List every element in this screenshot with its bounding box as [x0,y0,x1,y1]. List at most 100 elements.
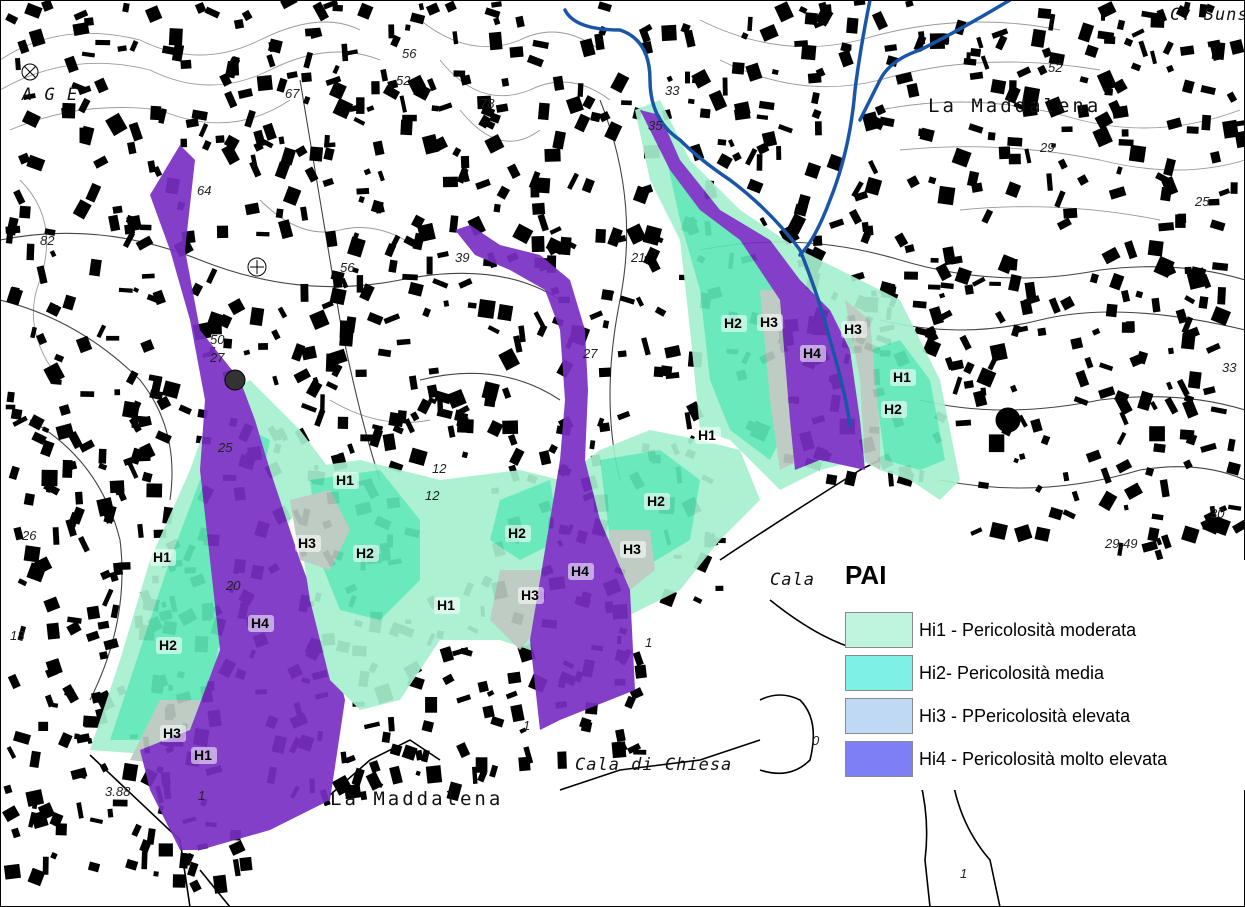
building [172,874,186,888]
building [431,105,440,112]
building [75,491,84,505]
building [70,767,88,781]
building [467,215,486,236]
building [552,130,566,150]
building [103,638,119,651]
building [1100,467,1112,484]
building [37,802,56,820]
building [256,74,273,92]
building [467,302,477,309]
building [1198,3,1207,18]
zone-h4-central [455,225,635,730]
building [89,817,104,825]
building [66,621,82,636]
building [853,190,869,202]
building [422,307,432,318]
elevation-label: 20 [225,578,241,593]
building [26,154,46,172]
zone-label-bg [757,314,783,331]
building [12,415,28,427]
building [1123,482,1143,501]
building [244,202,260,216]
building [41,469,58,487]
building [17,578,28,587]
zone-label-bg [800,345,826,362]
building [937,185,956,206]
place-label-la-maddalena-sw: La Maddalena [330,788,503,810]
building [212,874,228,894]
legend-label-hi4: Hi4 - Pericolosità molto elevata [919,749,1168,769]
building [615,728,626,742]
building [1048,51,1065,66]
building [595,228,606,244]
building [597,1,612,13]
building [611,741,627,759]
building [604,121,623,142]
building [513,335,523,353]
building [1176,378,1190,397]
building [340,277,349,289]
building [624,695,636,709]
building [155,430,172,444]
building [81,51,96,58]
building [266,54,276,68]
building [905,0,914,8]
building [861,111,880,132]
building [44,228,56,236]
building [129,40,139,52]
building [1037,7,1052,20]
building [1200,442,1217,453]
building [507,434,518,446]
building [304,27,321,37]
building [1077,22,1095,43]
legend-swatch-hi1 [845,612,913,648]
elevation-label: 26 [21,528,37,543]
elevation-label: 56 [402,46,417,61]
building [12,730,31,745]
building [491,1,502,8]
building [969,71,984,80]
building [484,7,501,19]
building [1179,45,1195,56]
elevation-label: 13 [10,628,25,643]
building [814,121,822,136]
building [1034,526,1051,542]
building [344,783,362,800]
building [102,588,114,607]
building [589,310,604,321]
legend-item-hi1: Hi1 - Pericolosità moderata [845,612,1245,648]
building [1013,457,1020,464]
building [502,420,519,435]
building [664,345,682,359]
elevation-labels: 5652677864825627252026131239333527212925… [10,46,1237,881]
building [223,338,233,349]
building [325,381,339,391]
building [838,49,854,68]
building [118,287,133,293]
building [156,395,172,411]
building [446,388,467,409]
building [976,36,984,49]
building [1119,411,1129,426]
building [110,604,120,619]
building [481,118,496,130]
building [392,425,404,435]
building [2,805,20,823]
building [215,135,225,144]
building [256,231,270,237]
building [1181,316,1194,334]
building [536,324,548,338]
building [1161,534,1172,550]
building [377,348,392,358]
building [357,2,374,20]
building [693,552,713,573]
building [1137,390,1154,411]
building [733,101,751,117]
zone-label: H2 [647,493,665,509]
building [131,823,142,837]
building [1116,431,1127,446]
building [1062,471,1070,482]
building [85,182,102,203]
building [966,170,980,187]
